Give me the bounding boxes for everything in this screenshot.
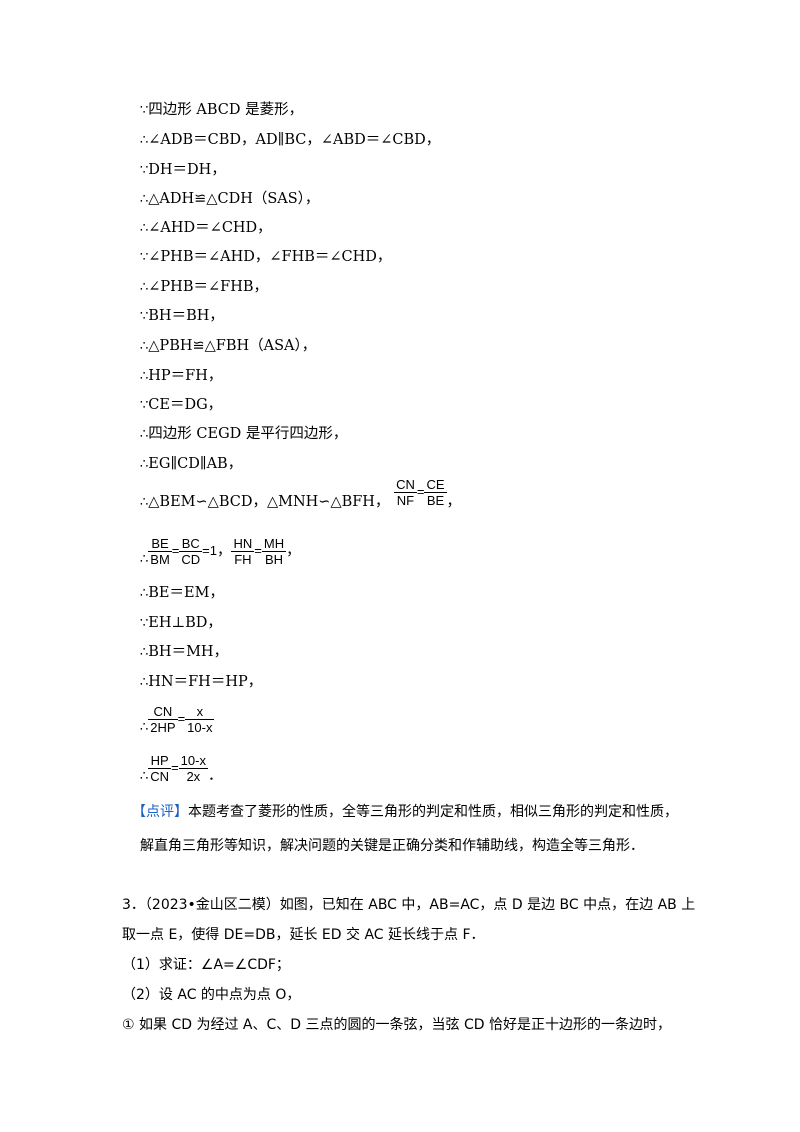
proof-line: ∵EH⊥BD， <box>140 615 222 631</box>
proof-line: ∵BH＝BH， <box>140 308 224 324</box>
problem-part: （1）求证：∠A=∠CDF； <box>122 957 290 973</box>
comment-line: 解直角三角形等知识，解决问题的关键是正确分类和作辅助线，构造全等三角形． <box>140 838 644 854</box>
proof-line: ∵CE＝DG， <box>140 397 223 413</box>
comment-tag: 【点评】 <box>132 804 188 820</box>
proof-line: ∴△ADH≌△CDH（SAS）， <box>140 191 320 207</box>
problem-part: （2）设 AC 的中点为点 O， <box>122 987 301 1003</box>
proof-line: ∴EG∥CD∥AB， <box>140 456 243 472</box>
proof-line: ∴∠PHB＝∠FHB， <box>140 279 268 295</box>
proof-line: ∴HP＝FH， <box>140 368 223 384</box>
proof-line: ∴HN＝FH＝HP， <box>140 674 263 690</box>
comment-line: 【点评】本题考查了菱形的性质，全等三角形的判定和性质，相似三角形的判定和性质， <box>132 804 678 820</box>
problem-stem: 3．（2023•金山区二模）如图，已知在 ABC 中，AB=AC，点 D 是边 … <box>122 897 696 913</box>
proof-line: ∴△PBH≌△FBH（ASA）， <box>140 338 317 354</box>
proof-line: ∴BE＝EM， <box>140 585 224 601</box>
proof-line: ∵∠PHB＝∠AHD，∠FHB＝∠CHD， <box>140 249 392 265</box>
proof-line: ∴∠AHD＝∠CHD， <box>140 220 272 236</box>
problem-stem: 取一点 E，使得 DE=DB，延长 ED 交 AC 延长线于点 F． <box>122 927 485 943</box>
proof-line: ∴∠ADB＝CBD，AD∥BC，∠ABD＝∠CBD， <box>140 132 441 148</box>
proof-line: ∵四边形 ABCD 是菱形， <box>140 102 304 118</box>
problem-subpart: ① 如果 CD 为经过 A、C、D 三点的圆的一条弦，当弦 CD 恰好是正十边形… <box>122 1017 671 1033</box>
proof-line: ∵DH＝DH， <box>140 162 226 178</box>
proof-line: ∴四边形 CEGD 是平行四边形， <box>140 426 348 442</box>
proof-line: ∴BH＝MH， <box>140 644 229 660</box>
